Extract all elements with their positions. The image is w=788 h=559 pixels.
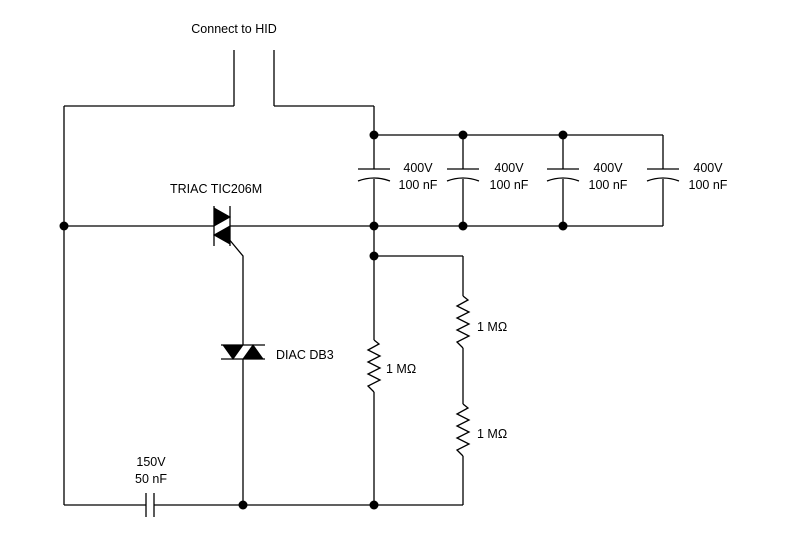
junction-dot xyxy=(369,251,379,261)
diac-label: DIAC DB3 xyxy=(276,348,334,362)
cap1-capacitance: 100 nF xyxy=(399,178,438,192)
resistor-1 xyxy=(366,339,382,393)
wire-gate-to-diac xyxy=(227,237,244,345)
connector-label: Connect to HID xyxy=(191,22,276,36)
timing-capacitor xyxy=(145,493,155,517)
junctions xyxy=(59,130,568,510)
diac xyxy=(221,344,265,360)
cap3-voltage: 400V xyxy=(593,161,623,175)
cap4-voltage: 400V xyxy=(693,161,723,175)
wires xyxy=(63,50,664,506)
junction-dot xyxy=(59,221,69,231)
capacitor-1 xyxy=(357,168,391,182)
capacitor-4 xyxy=(646,168,680,182)
junction-dot xyxy=(458,221,468,231)
cap3-capacitance: 100 nF xyxy=(589,178,628,192)
resistor-1-label: 1 MΩ xyxy=(386,362,416,376)
cap4-capacitance: 100 nF xyxy=(689,178,728,192)
junction-dot xyxy=(558,221,568,231)
resistor-3 xyxy=(455,403,471,457)
timing-cap-voltage: 150V xyxy=(136,455,166,469)
triac-label: TRIAC TIC206M xyxy=(170,182,262,196)
triac xyxy=(212,206,232,246)
cap1-voltage: 400V xyxy=(403,161,433,175)
timing-cap-capacitance: 50 nF xyxy=(135,472,167,486)
junction-dot xyxy=(369,500,379,510)
cap2-voltage: 400V xyxy=(494,161,524,175)
resistor-2 xyxy=(455,295,471,349)
junction-dot xyxy=(558,130,568,140)
capacitor-2 xyxy=(446,168,480,182)
junction-dot xyxy=(238,500,248,510)
junction-dot xyxy=(369,221,379,231)
cap2-capacitance: 100 nF xyxy=(490,178,529,192)
junction-dot xyxy=(458,130,468,140)
capacitor-3 xyxy=(546,168,580,182)
resistor-2-label: 1 MΩ xyxy=(477,320,507,334)
resistor-3-label: 1 MΩ xyxy=(477,427,507,441)
junction-dot xyxy=(369,130,379,140)
